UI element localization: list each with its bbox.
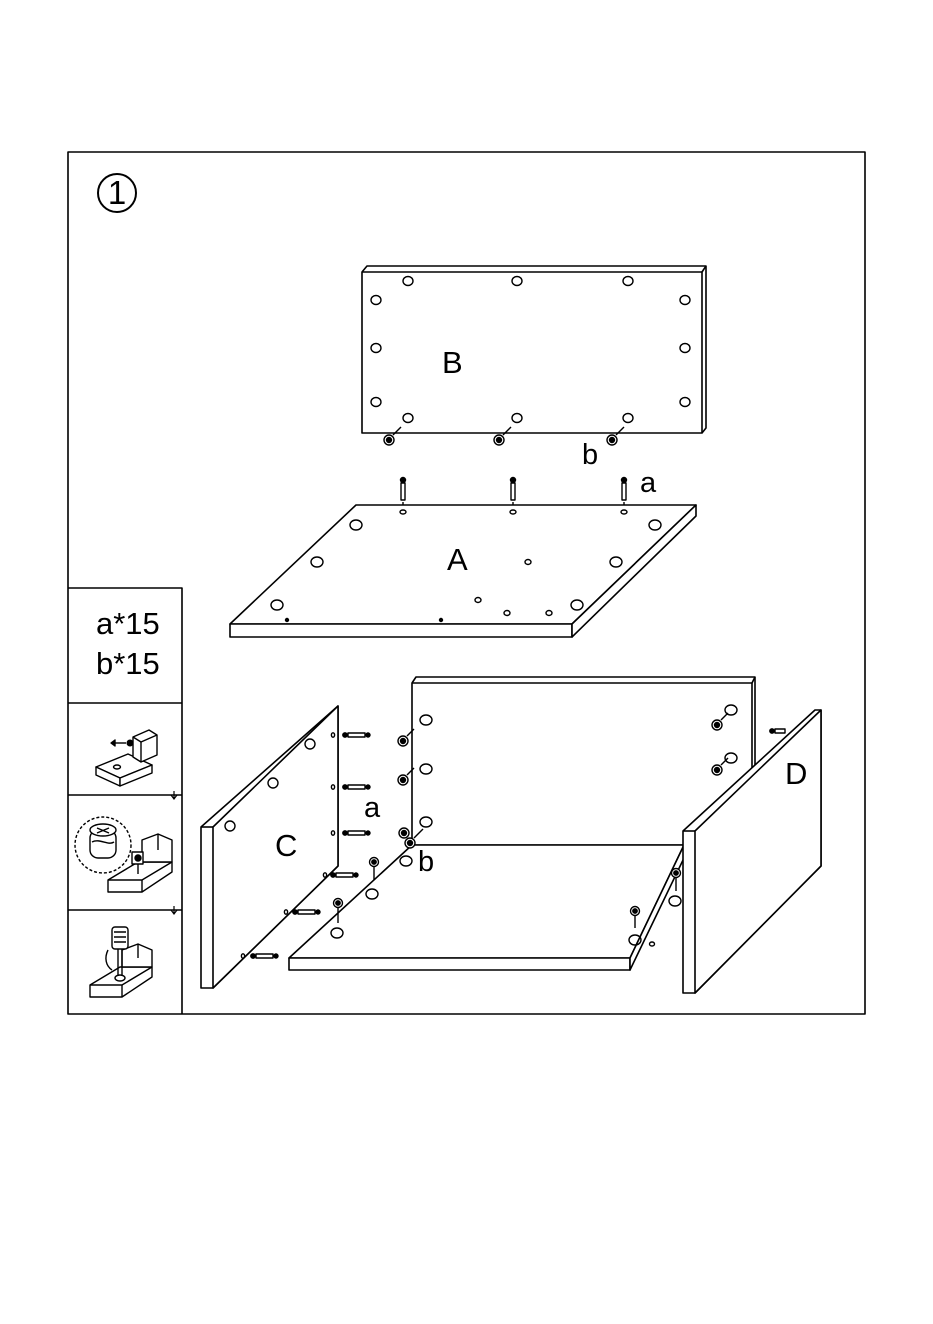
part-label-a: A	[447, 544, 468, 575]
part-label-b: B	[442, 347, 463, 378]
base-panel	[289, 845, 684, 970]
part-label-d: D	[785, 758, 807, 789]
hardware-label-b-lower: b	[418, 848, 434, 877]
legend-insert-cam-illustration	[96, 730, 157, 786]
legend-count-b: b*15	[96, 648, 160, 679]
hardware-label-b-top: b	[582, 441, 598, 470]
legend-count-a: a*15	[96, 608, 160, 639]
panel-b	[362, 266, 706, 433]
part-label-c: C	[275, 830, 297, 861]
hardware-label-a-lower: a	[364, 794, 380, 823]
legend-screwdriver-illustration	[90, 927, 152, 997]
dowels-top	[401, 478, 627, 507]
hardware-label-a-top: a	[640, 469, 656, 498]
step-number: 1	[108, 174, 126, 212]
legend-cam-detail-illustration	[75, 817, 172, 892]
step-number-badge: 1	[97, 173, 137, 213]
